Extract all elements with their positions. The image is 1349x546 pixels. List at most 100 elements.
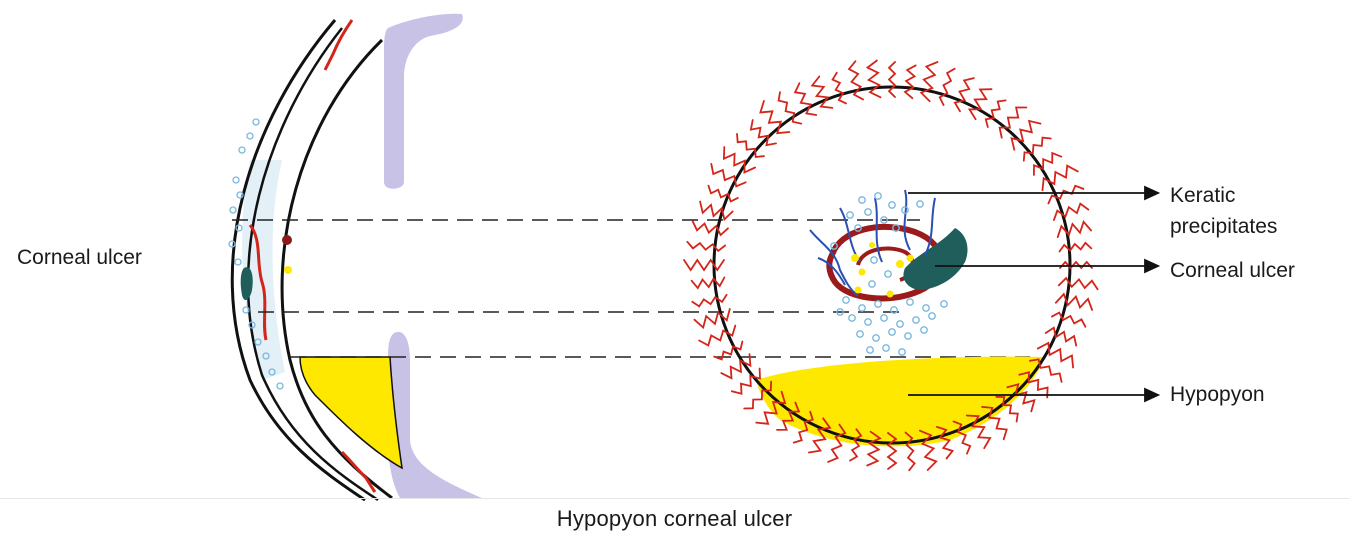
flush-vessel <box>683 258 725 272</box>
keratic-precipitate-dot <box>896 320 904 328</box>
label-hypopyon: Hypopyon <box>1170 383 1265 406</box>
flush-vessel <box>777 91 803 125</box>
ulcer-section <box>248 224 268 341</box>
keratic-precipitate-dot <box>898 348 906 356</box>
keratic-precipitate-dot <box>858 196 866 204</box>
limbal-vessel-top <box>323 19 354 71</box>
flush-vessel <box>686 240 726 253</box>
keratic-precipitate-dot <box>890 306 898 314</box>
flush-vessel <box>984 99 1007 128</box>
flush-vessel <box>1058 241 1093 253</box>
keratic-precipitate-dot <box>904 332 912 340</box>
keratic-precipitate-dot <box>874 300 882 308</box>
keratic-precipitate-dot <box>882 344 890 352</box>
flush-vessel <box>730 367 761 395</box>
flush-vessel <box>831 71 847 105</box>
keratic-precipitate-dot <box>842 296 850 304</box>
flush-vessel <box>936 426 955 460</box>
arrow-kp-head <box>1144 185 1161 201</box>
flush-vessel <box>981 406 1008 441</box>
pointer-arrows <box>908 185 1161 403</box>
stroma-infiltrate <box>242 160 285 380</box>
keratic-precipitate-dot <box>884 270 892 278</box>
flush-vessel <box>707 184 739 203</box>
arrow-cu-head <box>1144 258 1161 274</box>
projection-lines <box>232 219 1030 358</box>
label-corneal-ulcer-left: Corneal ulcer <box>17 246 142 269</box>
flush-vessel <box>938 67 956 106</box>
ciliary-flush <box>683 59 1099 472</box>
keratic-precipitate-dot <box>858 304 866 312</box>
frontal-view <box>683 59 1099 472</box>
keratic-precipitate-dot <box>888 201 896 209</box>
flush-vessel <box>808 417 832 454</box>
flush-vessel <box>903 64 917 100</box>
flush-vessel <box>995 395 1019 423</box>
kp-section-1 <box>282 235 292 245</box>
flush-vessel <box>1010 119 1042 151</box>
flush-vessel <box>1022 136 1052 162</box>
iris-lower <box>388 331 482 498</box>
flush-vessel <box>1036 341 1074 369</box>
keratic-precipitate-dot <box>892 224 900 232</box>
flush-vessel <box>965 414 992 450</box>
flush-vessel <box>1051 311 1087 328</box>
keratic-precipitate-dot <box>856 330 864 338</box>
flush-vessel <box>1057 276 1099 291</box>
flush-vessel <box>736 133 765 158</box>
flush-vessel <box>710 163 747 188</box>
keratic-precipitate-dot <box>912 316 920 324</box>
flush-vessel <box>743 380 772 410</box>
keratic-precipitate-dots <box>830 192 948 356</box>
keratic-precipitate-dot <box>874 192 882 200</box>
keratic-precipitate-dot <box>846 211 854 219</box>
flush-vessel <box>886 432 898 470</box>
keratic-precipitate-dot <box>916 200 924 208</box>
label-keratic-precipitates-line1: Keratic <box>1170 184 1236 207</box>
infiltrate-dots-section <box>228 118 284 390</box>
keratic-precipitate-dot <box>940 300 948 308</box>
flush-vessel <box>1018 371 1049 399</box>
keratic-precipitate-dot <box>866 346 874 354</box>
flush-vessel <box>1053 202 1090 221</box>
keratic-precipitate-dot <box>872 334 880 342</box>
limbal-vessel-bottom <box>340 450 377 493</box>
flush-vessel <box>865 59 882 99</box>
flush-vessel <box>699 200 734 222</box>
keratic-precipitate-dot <box>864 208 872 216</box>
keratic-precipitate-dot <box>868 280 876 288</box>
keratic-precipitate-dot <box>880 314 888 322</box>
flush-vessel <box>1056 220 1092 238</box>
flush-vessel <box>720 353 752 380</box>
keratic-precipitate-dot <box>854 224 862 232</box>
keratic-precipitate-dot <box>920 326 928 334</box>
necrotic-section <box>240 267 253 301</box>
flush-vessel <box>887 61 897 98</box>
flush-vessel <box>691 293 728 308</box>
flush-vessel <box>749 119 777 147</box>
flush-vessel <box>919 429 938 471</box>
flush-vessel <box>1054 292 1093 311</box>
keratic-precipitate-dot <box>922 304 930 312</box>
flush-vessel <box>759 100 791 135</box>
cornea-middle <box>246 27 379 502</box>
flush-vessel <box>953 77 975 113</box>
keratic-precipitate-dot <box>864 318 872 326</box>
keratic-precipitate-dot <box>888 328 896 336</box>
flush-vessel <box>690 276 726 290</box>
arrow-hyp-head <box>1144 387 1161 403</box>
flush-vessel <box>698 324 737 347</box>
keratic-precipitate-dot <box>848 314 856 322</box>
keratic-precipitate-dot <box>870 256 878 264</box>
flush-vessel <box>792 410 814 444</box>
cross-section <box>228 13 482 502</box>
flush-vessel <box>1006 383 1036 413</box>
flush-vessel <box>691 220 729 237</box>
flush-vessel <box>998 106 1028 139</box>
flush-vessel <box>1059 260 1093 270</box>
flush-vessel <box>755 390 787 425</box>
caption-divider <box>0 498 1349 499</box>
flush-vessel <box>713 340 744 361</box>
yellow-precipitates <box>851 242 914 298</box>
